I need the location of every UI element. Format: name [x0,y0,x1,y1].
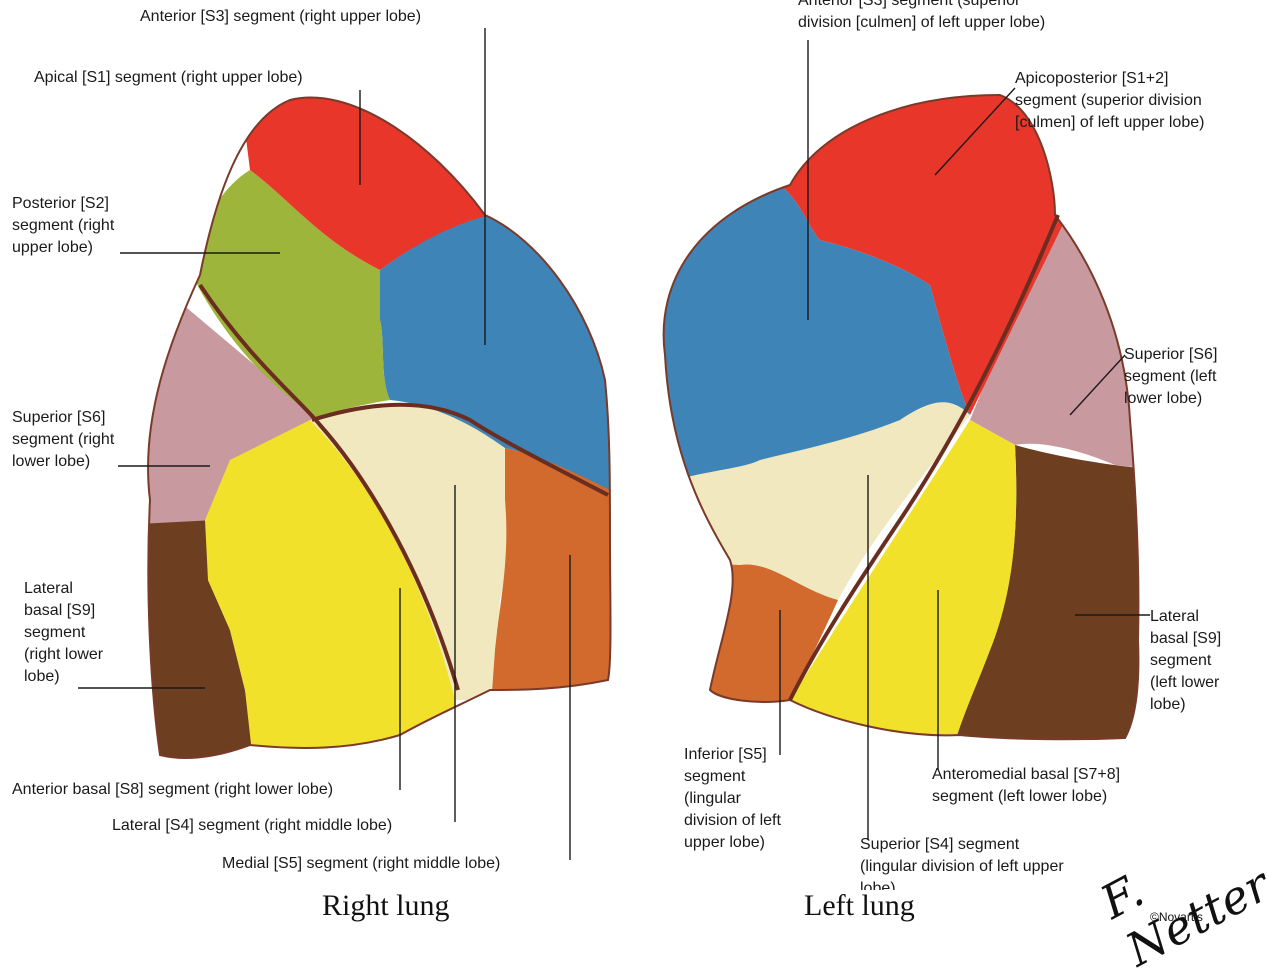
label-right-lateral-s4: Lateral [S4] segment (right middle lobe) [112,815,392,837]
caption-left-lung: Left lung [804,889,915,923]
label-right-anterior-basal-s8: Anterior basal [S8] segment (right lower… [12,779,333,801]
label-left-anteromedial-basal: Anteromedial basal [S7+8] segment (left … [932,764,1120,808]
right-medial-s5-region [490,448,620,720]
label-left-superior-s4: Superior [S4] segment (lingular division… [860,834,1064,890]
caption-right-lung: Right lung [322,889,450,923]
label-right-superior-s6: Superior [S6] segment (right lower lobe) [12,407,114,473]
label-right-lateral-basal-s9: Lateral basal [S9] segment (right lower … [24,578,103,688]
label-left-lateral-basal-s9: Lateral basal [S9] segment (left lower l… [1150,606,1221,716]
label-right-apical-s1: Apical [S1] segment (right upper lobe) [34,67,303,89]
left-lung [640,80,1160,760]
label-left-apicoposterior: Apicoposterior [S1+2] segment (superior … [1015,68,1204,134]
right-lung [120,90,620,780]
label-left-anterior-s3: Anterior [S3] segment (superior division… [798,0,1045,34]
label-right-medial-s5: Medial [S5] segment (right middle lobe) [222,853,500,875]
label-right-anterior-s3: Anterior [S3] segment (right upper lobe) [140,6,421,28]
label-right-posterior-s2: Posterior [S2] segment (right upper lobe… [12,193,114,259]
label-left-inferior-s5: Inferior [S5] segment (lingular division… [684,744,781,854]
label-left-superior-s6: Superior [S6] segment (left lower lobe) [1124,344,1217,410]
copyright-mark: ©Novartis [1150,910,1203,924]
